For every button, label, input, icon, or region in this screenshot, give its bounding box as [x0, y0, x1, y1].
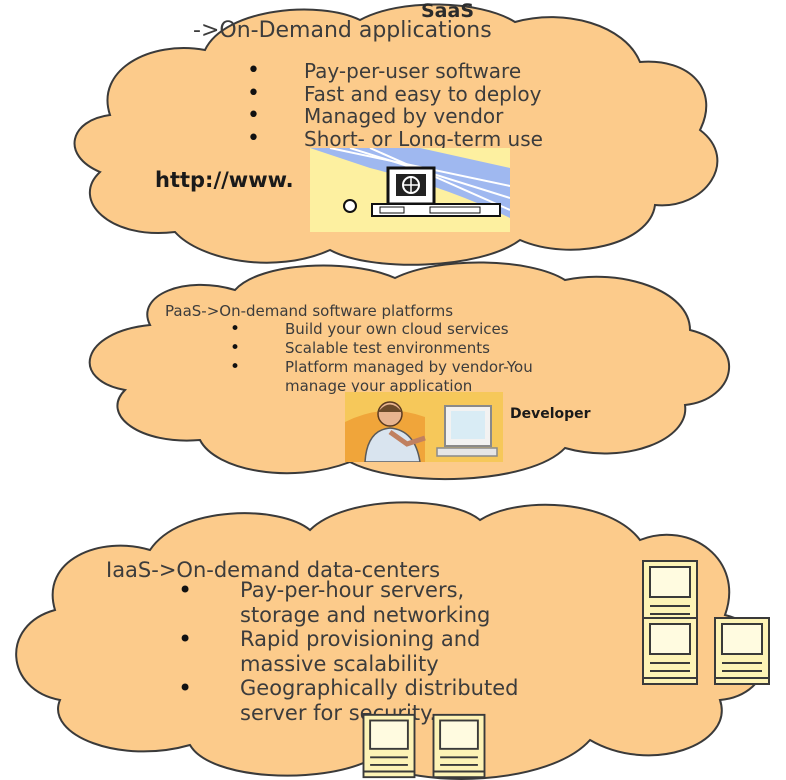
server-computer-icon	[362, 713, 416, 779]
saas-bullet: Managed by vendor	[247, 105, 543, 128]
web-computer-icon	[310, 148, 510, 232]
saas-bullet: Short- or Long-term use	[247, 127, 543, 151]
iaas-bullet-list: Pay-per-hour servers, storage and networ…	[178, 578, 519, 725]
server-computer-icon	[714, 617, 770, 685]
saas-bullet-list: Pay-per-user software Fast and easy to d…	[247, 60, 543, 151]
server-computer-icon	[432, 713, 486, 779]
iaas-bullet-continuation: massive scalability	[240, 651, 439, 676]
saas-heading: ->On-Demand applications	[193, 18, 492, 43]
saas-bullet: Pay-per-user software	[247, 60, 543, 83]
paas-heading: PaaS->On-demand software platforms	[165, 302, 454, 320]
iaas-bullet-continuation: storage and networking	[240, 602, 491, 627]
iaas-bullet: Pay-per-hour servers,	[178, 578, 518, 603]
iaas-bullet: Rapid provisioning and	[178, 627, 518, 652]
paas-bullet: Platform managed by vendor-You	[230, 358, 533, 377]
developer-label: Developer	[510, 406, 591, 422]
saas-url-label: http://www.	[155, 168, 294, 192]
server-computer-icon	[642, 617, 698, 685]
developer-icon	[345, 392, 503, 462]
saas-title: SaaS	[421, 0, 475, 22]
paas-bullet-continuation: manage your application	[285, 377, 473, 395]
paas-bullet-list: Build your own cloud services Scalable t…	[230, 320, 533, 396]
paas-bullet: Build your own cloud services	[230, 320, 533, 339]
saas-bullet: Fast and easy to deploy	[247, 82, 543, 106]
iaas-bullet: Geographically distributed	[178, 676, 519, 701]
paas-bullet: Scalable test environments	[230, 339, 533, 358]
